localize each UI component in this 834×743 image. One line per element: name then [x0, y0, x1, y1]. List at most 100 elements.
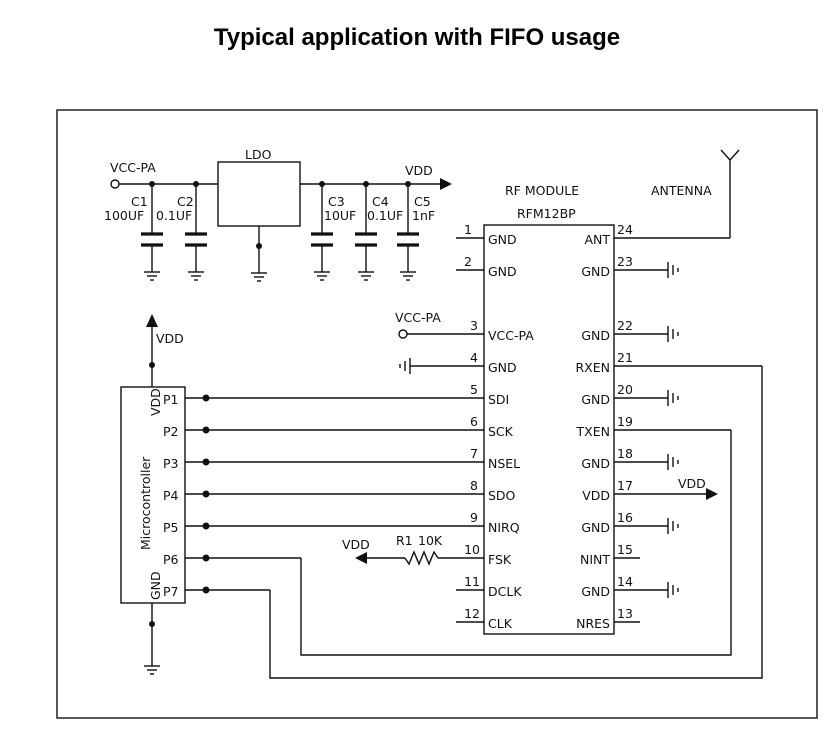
fsk-vdd-label: VDD: [342, 537, 370, 552]
pin-number: 16: [617, 510, 633, 525]
pin-name: GND: [581, 328, 610, 343]
pin-name: GND: [488, 360, 517, 375]
pin-number: 10: [464, 542, 480, 557]
pin-number: 21: [617, 350, 633, 365]
vcc-pa-terminal: [110, 179, 120, 189]
pin-name: DCLK: [488, 584, 522, 599]
pin-name: GND: [581, 392, 610, 407]
pin-name: SDI: [488, 392, 509, 407]
pin-row: GND 23: [581, 254, 668, 279]
pin-name: SDO: [488, 488, 516, 503]
ground-symbol: [399, 358, 411, 374]
vdd-out-label: VDD: [405, 163, 433, 178]
pin-name: NRES: [576, 616, 610, 631]
pin-number: 7: [470, 446, 478, 461]
mcu-vdd-arrow-label: VDD: [156, 331, 184, 346]
mcu-gnd-label: GND: [148, 571, 163, 600]
r1-value: 10K: [418, 533, 443, 548]
pin-name: VDD: [582, 488, 610, 503]
pin-name: GND: [581, 520, 610, 535]
pin-row: GND 22: [581, 318, 668, 343]
resistor-r1: [404, 550, 439, 566]
c3-value: 10UF: [324, 208, 356, 223]
vdd-17-label: VDD: [678, 476, 706, 491]
pin-name: CLK: [488, 616, 513, 631]
pin-number: 22: [617, 318, 633, 333]
ground-symbol: [251, 272, 267, 282]
module-part: RFM12BP: [517, 206, 576, 221]
pin-number: 17: [617, 478, 633, 493]
pin-name: RXEN: [576, 360, 611, 375]
pin-number: 5: [470, 382, 478, 397]
c5-value: 1nF: [412, 208, 435, 223]
pin-number: 18: [617, 446, 633, 461]
c1-name: C1: [131, 194, 148, 209]
pin-number: 2: [464, 254, 472, 269]
pin-number: 8: [470, 478, 478, 493]
pin-row: NRES 13: [576, 606, 640, 631]
pin-name: NSEL: [488, 456, 520, 471]
mcu-pin-p3: P3: [163, 456, 179, 471]
mcu-pin-p6: P6: [163, 552, 179, 567]
pin-name: GND: [581, 584, 610, 599]
ldo-label: LDO: [245, 147, 272, 162]
mcu-vdd-label: VDD: [148, 388, 163, 416]
pin-name: NINT: [580, 552, 610, 567]
mcu-pin-p4: P4: [163, 488, 179, 503]
microcontroller: Microcontroller VDD GND VDD P1 P2 P3 P4 …: [120, 314, 456, 675]
pin-number: 24: [617, 222, 633, 237]
capacitor-c5: C5 1nF: [397, 181, 435, 281]
c5-name: C5: [414, 194, 431, 209]
c1-value: 100UF: [104, 208, 144, 223]
antenna-icon: [729, 149, 740, 161]
pin-name: GND: [488, 264, 517, 279]
pin-name: VCC-PA: [488, 328, 534, 343]
pin-name: SCK: [488, 424, 514, 439]
pin-number: 23: [617, 254, 633, 269]
bus-wires: [185, 394, 456, 594]
rxen-wire: [269, 366, 763, 679]
antenna-label: ANTENNA: [651, 183, 712, 198]
pin-row: ANT 24: [584, 222, 632, 247]
vdd-arrow: [355, 552, 367, 564]
ground-symbols-right: [667, 262, 679, 598]
vcc-pa-input-terminal: [398, 329, 408, 339]
pin-number: 11: [464, 574, 480, 589]
pin-name: ANT: [584, 232, 610, 247]
pin-number: 13: [617, 606, 633, 621]
pin-number: 12: [464, 606, 480, 621]
pin-row: GND 20: [581, 382, 668, 407]
pin-number: 20: [617, 382, 633, 397]
power-section: VCC-PA LDO VDD C1 100UF: [104, 147, 452, 282]
pin-number: 9: [470, 510, 478, 525]
pin-number: 1: [464, 222, 472, 237]
c4-value: 0.1UF: [367, 208, 403, 223]
capacitor-c3: C3 10UF: [311, 181, 356, 281]
mcu-pin-p7: P7: [163, 584, 179, 599]
vdd-arrow: [706, 488, 718, 500]
capacitor-c4: C4 0.1UF: [355, 181, 403, 281]
pin-name: GND: [581, 264, 610, 279]
pin-name: TXEN: [576, 424, 610, 439]
pin-name: FSK: [488, 552, 512, 567]
pin-number: 4: [470, 350, 478, 365]
txen-wire: [300, 430, 732, 656]
c2-name: C2: [177, 194, 194, 209]
vcc-pa-input-label: VCC-PA: [395, 310, 441, 325]
mcu-pin-p2: P2: [163, 424, 179, 439]
pin-number: 6: [470, 414, 478, 429]
mcu-name: Microcontroller: [138, 456, 153, 550]
c2-value: 0.1UF: [156, 208, 192, 223]
